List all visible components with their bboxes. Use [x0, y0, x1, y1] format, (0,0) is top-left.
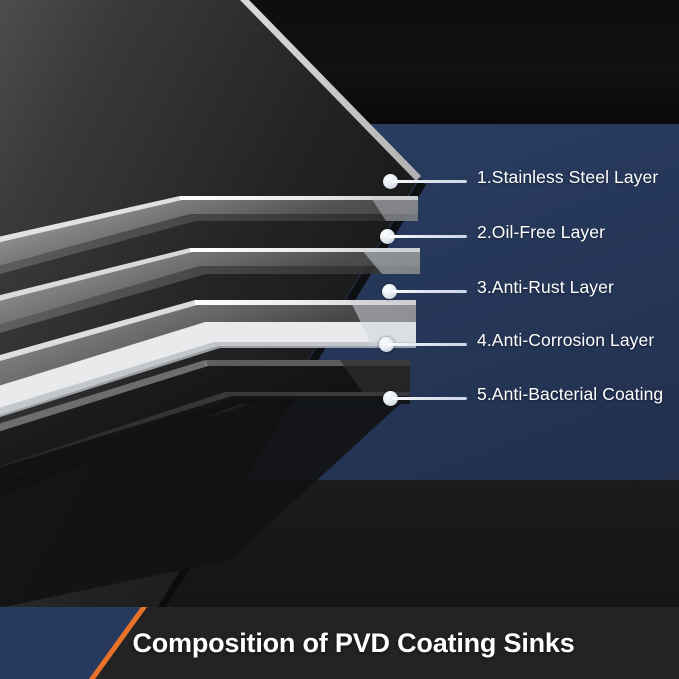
plate-4-anti-corrosion	[0, 300, 416, 418]
callout-leader-line	[389, 235, 467, 238]
callout-label-5: 5.Anti-Bacterial Coating	[477, 384, 664, 404]
page-title: Composition of PVD Coating Sinks	[132, 627, 575, 658]
callout-dot-icon	[382, 284, 397, 299]
callout-leader-line	[391, 290, 467, 293]
plate-2-oil-free	[0, 196, 418, 274]
callout-leader-line	[388, 343, 467, 346]
callout-label-3: 3.Anti-Rust Layer	[477, 277, 614, 297]
callout-dot-icon	[383, 391, 398, 406]
callout-leader-line	[392, 180, 467, 183]
orange-diagonal-slash-icon	[88, 607, 148, 679]
callout-dot-icon	[380, 229, 395, 244]
callout-dot-icon	[379, 337, 394, 352]
plate-5-anti-bacterial-coating	[0, 360, 410, 497]
plate-stack-shadow-skirt	[0, 404, 400, 608]
title-bar: Composition of PVD Coating Sinks	[0, 607, 679, 679]
callout-group: 1.Stainless Steel Layer 2.Oil-Free Layer…	[379, 167, 664, 406]
callout-dot-icon	[383, 174, 398, 189]
layered-plate-illustration	[0, 0, 421, 620]
callout-label-4: 4.Anti-Corrosion Layer	[477, 330, 655, 350]
callout-label-2: 2.Oil-Free Layer	[477, 222, 606, 242]
callout-leader-line	[392, 397, 467, 400]
plate-3-anti-rust	[0, 248, 420, 333]
callout-label-1: 1.Stainless Steel Layer	[477, 167, 659, 187]
